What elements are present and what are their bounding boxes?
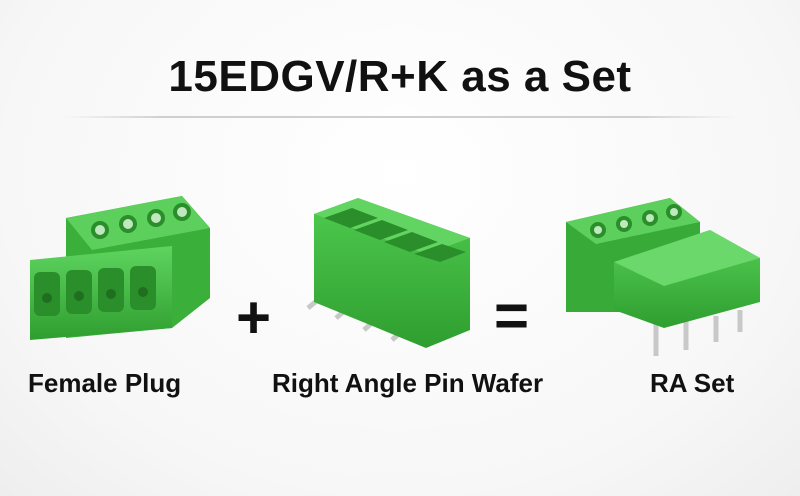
female-plug-connector-icon <box>30 196 210 340</box>
pin-wafer-label: Right Angle Pin Wafer <box>272 368 544 398</box>
ra-set-connector-icon <box>566 198 760 356</box>
page-title: 15EDGV/R+K as a Set <box>168 52 632 101</box>
equals-sign: = <box>494 282 530 349</box>
female-plug-label: Female Plug <box>28 368 182 398</box>
plus-sign: + <box>236 284 272 351</box>
ra-set-label: RA Set <box>650 368 735 398</box>
title-divider <box>62 116 738 118</box>
right-angle-pin-wafer-connector-icon <box>306 198 470 348</box>
